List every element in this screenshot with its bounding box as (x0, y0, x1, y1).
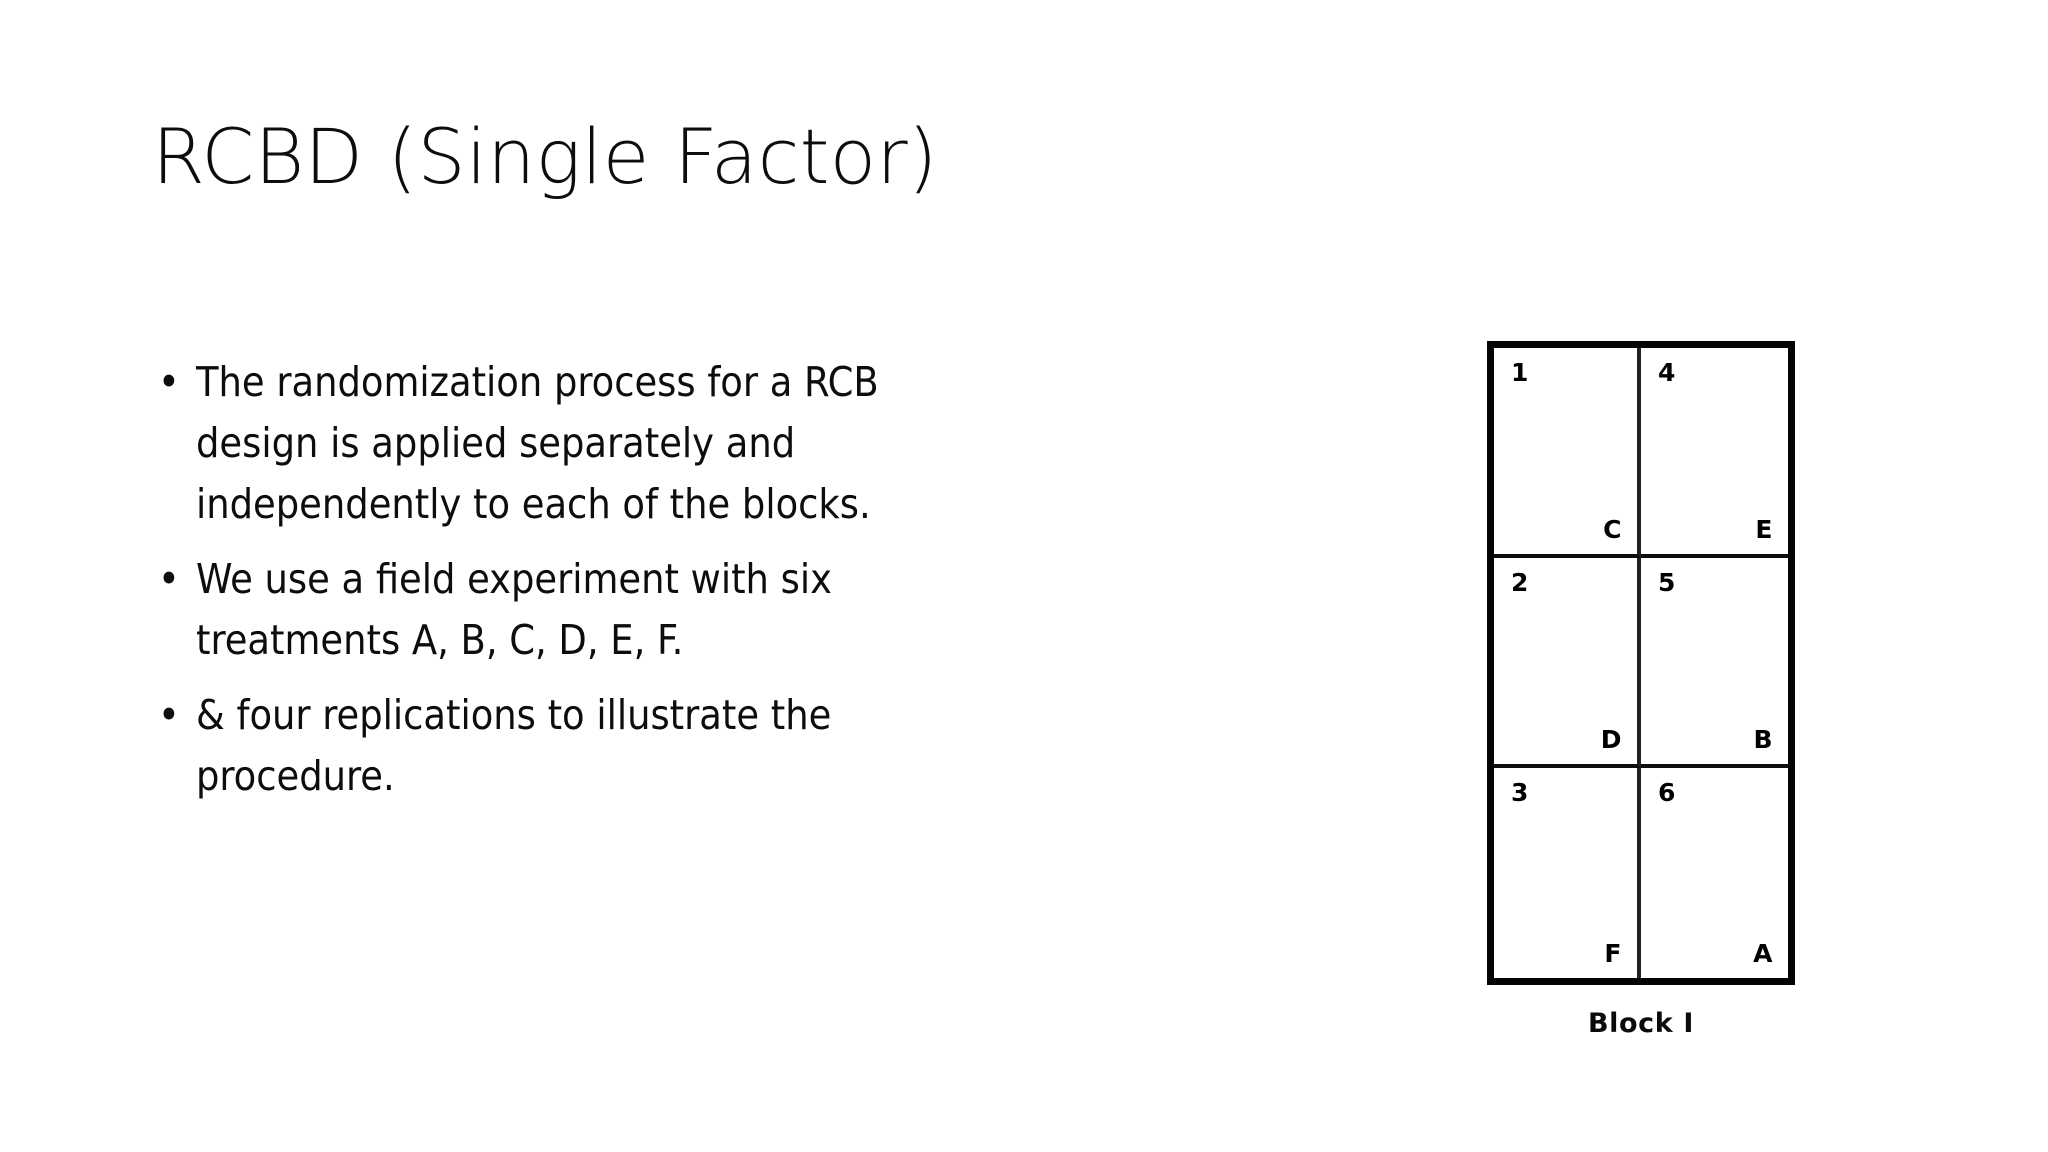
list-item-text: & four replications to illustrate the pr… (196, 691, 832, 800)
plot-number: 2 (1511, 568, 1528, 597)
treatment-letter: E (1755, 515, 1772, 544)
list-item: • We use a field experiment with six tre… (150, 549, 930, 671)
plot-cell: 4 E (1641, 348, 1788, 558)
treatment-letter: B (1753, 725, 1772, 754)
field-plot-diagram: 1 C 4 E 2 D 5 B 3 F 6 A (1480, 330, 1810, 1070)
bullet-list: • The randomization process for a RCB de… (150, 352, 930, 807)
list-item-text: We use a field experiment with six treat… (196, 555, 832, 664)
diagram-caption: Block I (1588, 1008, 1694, 1039)
plot-cell: 6 A (1641, 768, 1788, 978)
plot-number: 3 (1511, 778, 1528, 807)
bullet-point-icon: • (158, 358, 180, 406)
treatment-letter: A (1753, 939, 1772, 968)
treatment-letter: D (1600, 725, 1622, 754)
list-item: • The randomization process for a RCB de… (150, 352, 930, 535)
plot-cell: 1 C (1494, 348, 1641, 558)
plot-cell: 5 B (1641, 558, 1788, 768)
plot-number: 4 (1658, 358, 1675, 387)
plot-number: 1 (1511, 358, 1528, 387)
treatment-letter: C (1603, 515, 1621, 544)
list-item-text: The randomization process for a RCB desi… (196, 358, 879, 528)
treatment-letter: F (1604, 939, 1621, 968)
page-title: RCBD (Single Factor) (152, 112, 938, 201)
list-item: • & four replications to illustrate the … (150, 685, 930, 807)
plot-grid: 1 C 4 E 2 D 5 B 3 F 6 A (1487, 341, 1795, 985)
plot-cell: 3 F (1494, 768, 1641, 978)
plot-cell: 2 D (1494, 558, 1641, 768)
plot-number: 6 (1658, 778, 1675, 807)
plot-number: 5 (1658, 568, 1675, 597)
bullet-point-icon: • (158, 691, 180, 739)
bullet-point-icon: • (158, 555, 180, 603)
